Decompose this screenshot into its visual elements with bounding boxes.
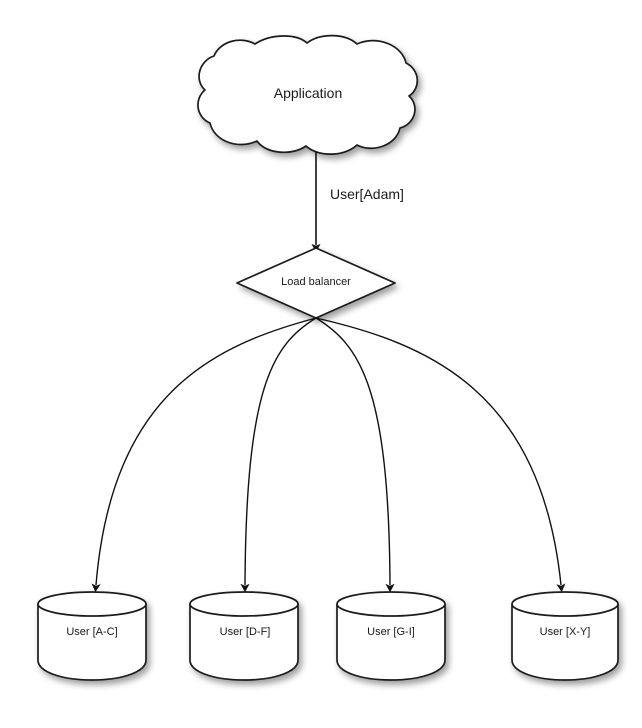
database-icon bbox=[37, 591, 147, 681]
edge-load-balancer-to-db-0 bbox=[91, 317, 317, 593]
database-icon bbox=[336, 591, 446, 681]
edge-load-balancer-to-db-1 bbox=[240, 317, 317, 593]
database-icon bbox=[511, 591, 619, 681]
edge-load-balancer-to-db-3 bbox=[315, 317, 566, 593]
edge-load-balancer-to-db-2 bbox=[315, 317, 395, 593]
cloud-icon bbox=[197, 34, 419, 155]
diamond-icon bbox=[236, 247, 396, 319]
database-icon bbox=[189, 591, 299, 681]
